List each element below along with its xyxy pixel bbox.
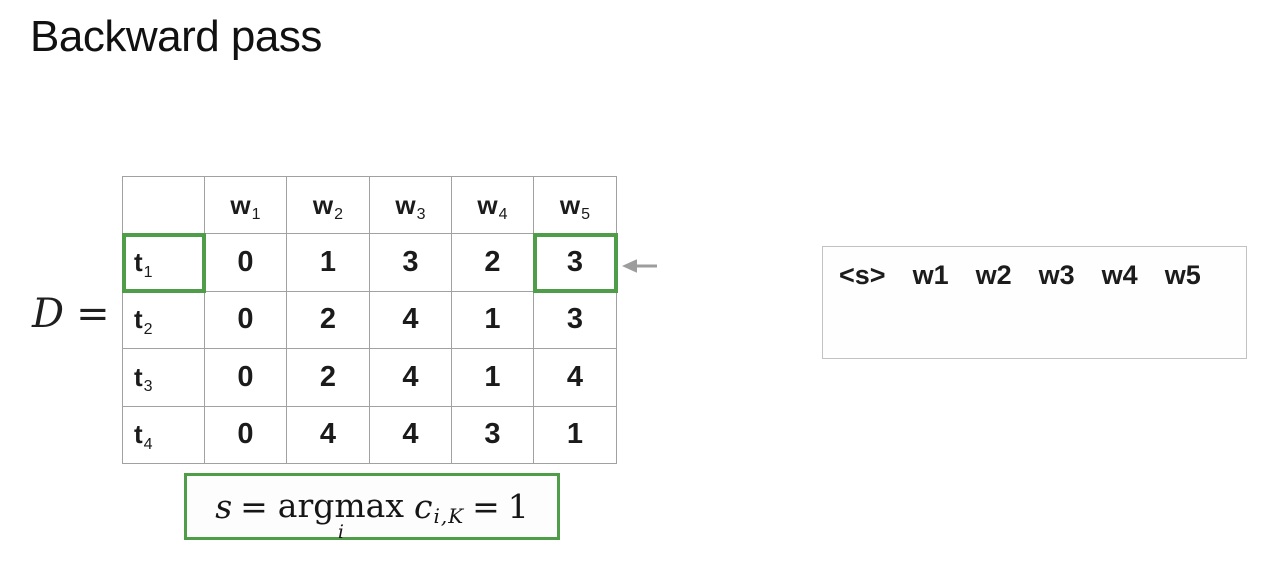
cell-t2-w1: 0 — [205, 291, 287, 350]
cell-t3-w5: 4 — [534, 349, 617, 407]
sentence-tokens: <s> w1 w2 w3 w4 w5 — [823, 247, 1246, 291]
cell-t4-w1: 0 — [205, 406, 287, 464]
cell-subscript-text: 1 — [251, 206, 261, 224]
cell-t2-w3: 4 — [370, 291, 452, 350]
cell-base-text: w — [312, 189, 334, 220]
formula-equals-2: = — [472, 487, 500, 526]
page-title: Backward pass — [30, 12, 322, 61]
table-corner-cell — [123, 177, 205, 235]
cell-base-text: t — [134, 304, 143, 335]
cell-subscript-text: 4 — [498, 206, 508, 224]
sequence-token-3: w3 — [1038, 260, 1075, 290]
cell-subscript-text: 2 — [143, 320, 153, 338]
cell-t2-w5: 3 — [534, 291, 617, 350]
cell-base-text: w — [230, 189, 251, 220]
cell-subscript-text: 1 — [143, 263, 153, 281]
cell-subscript-text: 3 — [416, 206, 426, 224]
cell-t1-w4: 2 — [452, 234, 534, 292]
cell-t3-w4: 1 — [452, 349, 534, 407]
sequence-token-4: w4 — [1101, 260, 1138, 290]
cell-base-text: w — [559, 189, 581, 220]
cell-subscript-text: 3 — [143, 378, 153, 396]
cell-t1-w3: 3 — [370, 234, 452, 292]
matrix-label: D = — [32, 291, 110, 337]
sentence-box: <s> w1 w2 w3 w4 w5 — [822, 246, 1247, 359]
formula-operand: c — [413, 487, 433, 526]
argmax-formula-box: s = argmax i c i,K = 1 — [184, 473, 560, 544]
cell-t2-w4: 1 — [452, 291, 534, 350]
matrix-label-d: D — [32, 291, 65, 337]
cell-t4-w5: 1 — [534, 406, 617, 464]
sequence-token-0: <s> — [839, 260, 886, 290]
cell-base-text: w — [477, 189, 498, 220]
sequence-token-5: w5 — [1164, 260, 1201, 290]
formula-equals-1: = — [240, 487, 268, 526]
formula-argmax-operator: argmax i — [277, 485, 404, 544]
cell-subscript-text: 2 — [334, 206, 344, 224]
cell-base-text: t — [134, 361, 143, 392]
cell-t3-w3: 4 — [370, 349, 452, 407]
backtrack-left-arrow-icon — [621, 257, 659, 280]
cell-t3-w1: 0 — [205, 349, 287, 407]
sequence-token-1: w1 — [912, 260, 949, 290]
sequence-token-2: w2 — [975, 260, 1012, 290]
cell-t1-w5: 3 — [533, 233, 618, 293]
cell-subscript-text: 5 — [581, 206, 591, 224]
formula-operator-text: argmax — [277, 485, 404, 525]
cell-t4-w3: 4 — [370, 406, 452, 464]
cell-base-text: t — [134, 247, 143, 278]
cell-t1-w2: 1 — [287, 234, 370, 292]
formula-operand-subscript: i,K — [433, 503, 465, 528]
cell-base-text: w — [395, 189, 416, 220]
cell-t1-w1: 0 — [205, 234, 287, 292]
cell-t4-w4: 3 — [452, 406, 534, 464]
cell-t3-w2: 2 — [287, 349, 370, 407]
formula-lhs: s — [215, 487, 233, 526]
formula-result: 1 — [507, 487, 529, 526]
matrix-label-equals: = — [76, 291, 110, 337]
cell-subscript-text: 4 — [143, 435, 153, 453]
cell-t4-w2: 4 — [287, 406, 370, 464]
formula-operator-subscript: i — [337, 521, 344, 544]
cell-t2-w2: 2 — [287, 291, 370, 350]
cell-base-text: t — [134, 419, 143, 450]
